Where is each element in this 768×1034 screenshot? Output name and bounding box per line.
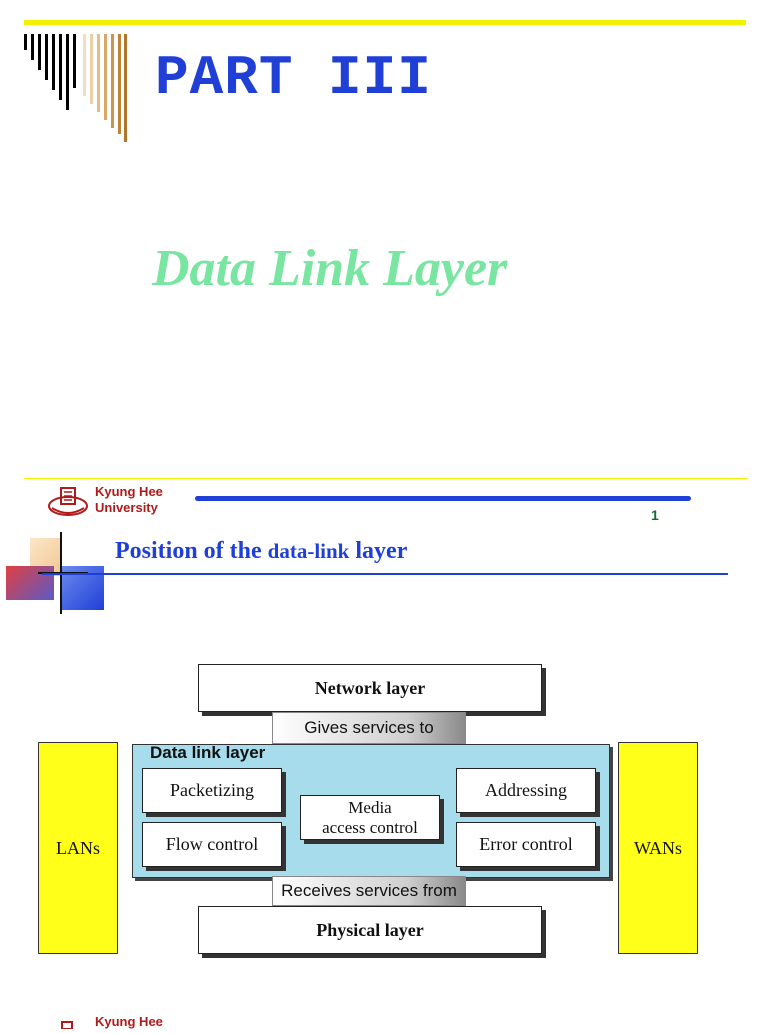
university-name-line2: University	[95, 500, 158, 515]
media-access-control-box: Media access control	[300, 795, 440, 840]
data-link-layer-title: Data link layer	[150, 743, 266, 762]
top-yellow-rule	[24, 20, 746, 25]
flow-control-box: Flow control	[142, 822, 282, 867]
heading-rule	[42, 573, 728, 575]
university-name-partial: Kyung Hee	[95, 1014, 163, 1029]
addressing-box: Addressing	[456, 768, 596, 813]
gives-services-connector: Gives services to	[272, 712, 466, 744]
university-name-line1: Kyung Hee	[95, 484, 163, 499]
heading-mid: data-link	[267, 539, 350, 563]
media-label-line1: Media	[348, 797, 392, 817]
lans-box: LANs	[38, 742, 118, 954]
chapter-title: Data Link Layer	[152, 240, 508, 297]
university-name: Kyung Hee University	[95, 484, 163, 516]
footer-blue-line	[195, 496, 691, 501]
media-label-line2: access control	[322, 817, 418, 837]
footer-yellow-rule	[24, 478, 748, 479]
receives-services-connector: Receives services from	[272, 876, 466, 906]
error-control-box: Error control	[456, 822, 596, 867]
university-logo-icon-partial	[56, 1016, 78, 1030]
heading-prefix: Position of the	[115, 538, 268, 564]
university-logo-icon	[46, 484, 90, 518]
page-number: 1	[651, 507, 659, 523]
heading-suffix: layer	[349, 538, 408, 564]
network-layer-box: Network layer	[198, 664, 542, 712]
physical-layer-box: Physical layer	[198, 906, 542, 954]
packetizing-box: Packetizing	[142, 768, 282, 813]
wans-box: WANs	[618, 742, 698, 954]
part-title: PART III	[155, 46, 432, 110]
slide-heading: Position of the data-link layer	[115, 538, 407, 565]
